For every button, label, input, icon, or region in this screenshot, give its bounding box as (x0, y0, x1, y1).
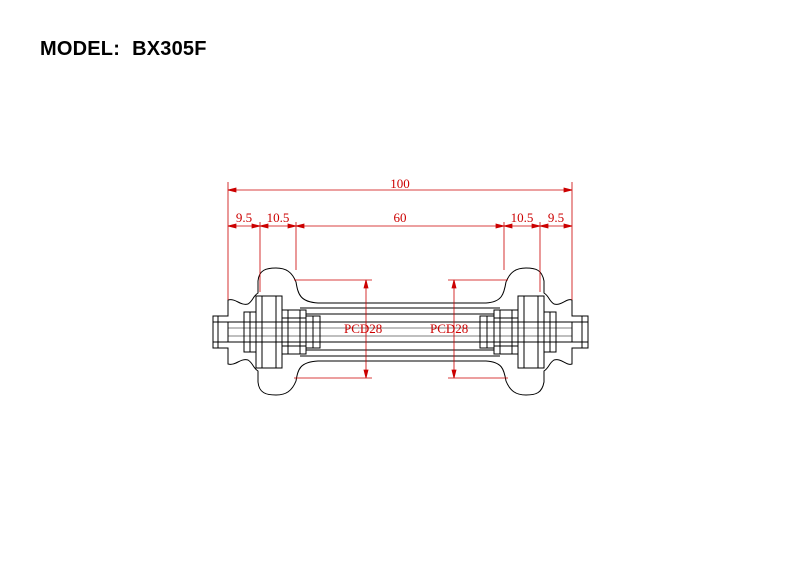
dim-right-flange-label: 10.5 (511, 210, 534, 225)
dim-left-end-label: 9.5 (236, 210, 252, 225)
hub-body-top (212, 267, 589, 332)
pcd-right-label: PCD28 (430, 321, 468, 336)
dim-left-flange-label: 10.5 (267, 210, 290, 225)
dimension-lines (227, 182, 573, 379)
hub-outline (212, 267, 589, 396)
model-label: MODEL: (40, 38, 121, 60)
model-number: BX305F (132, 38, 207, 60)
dim-overall-label: 100 (390, 176, 410, 191)
hub-body-bottom (212, 332, 589, 396)
pcd-left-label: PCD28 (344, 321, 382, 336)
model-title: MODEL: BX305F (40, 38, 207, 61)
dim-right-end-label: 9.5 (548, 210, 564, 225)
dim-center-label: 60 (394, 210, 407, 225)
